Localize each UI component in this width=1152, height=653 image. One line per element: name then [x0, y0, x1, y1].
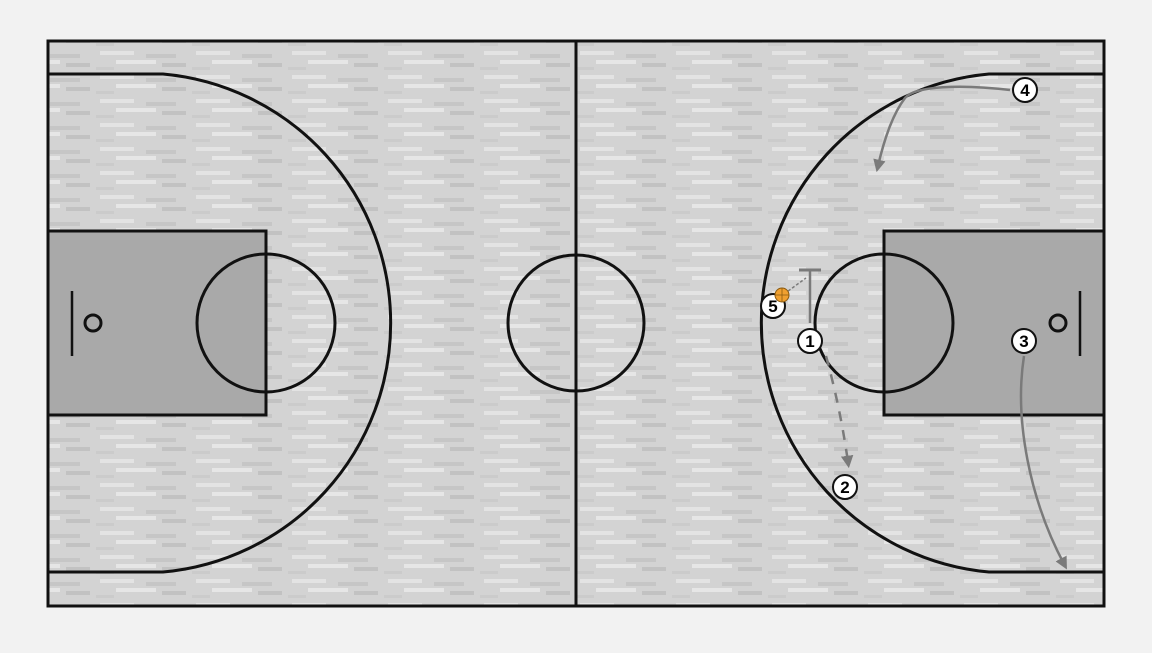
player-3[interactable]: 3 [1011, 328, 1037, 354]
right-free-throw-circle [813, 252, 955, 394]
player-4[interactable]: 4 [1012, 77, 1038, 103]
ball-handler-line [783, 277, 807, 295]
player-number: 1 [805, 332, 814, 351]
player-number: 5 [768, 297, 777, 316]
player-number: 2 [840, 478, 849, 497]
cut-path-player-3 [1019, 355, 1067, 570]
player-marker [797, 328, 823, 354]
left-free-throw-circle [195, 252, 337, 394]
right-paint [882, 229, 1106, 417]
left-three-point-line [48, 72, 393, 574]
player-marker [832, 474, 858, 500]
ball-seams [775, 288, 789, 302]
player-marker [1011, 328, 1037, 354]
player-number: 4 [1020, 81, 1030, 100]
left-paint [46, 229, 268, 417]
player-marker [1012, 77, 1038, 103]
cut-path-player-1 [824, 355, 854, 469]
center-circle [506, 253, 646, 393]
player-number: 3 [1019, 332, 1028, 351]
cut-path-player-4 [873, 85, 1011, 173]
player-1[interactable]: 1 [797, 328, 823, 354]
right-hoop [1048, 313, 1068, 333]
player-2[interactable]: 2 [832, 474, 858, 500]
right-three-point-line [759, 72, 1104, 574]
left-hoop [83, 313, 103, 333]
basketball-icon [774, 287, 790, 303]
